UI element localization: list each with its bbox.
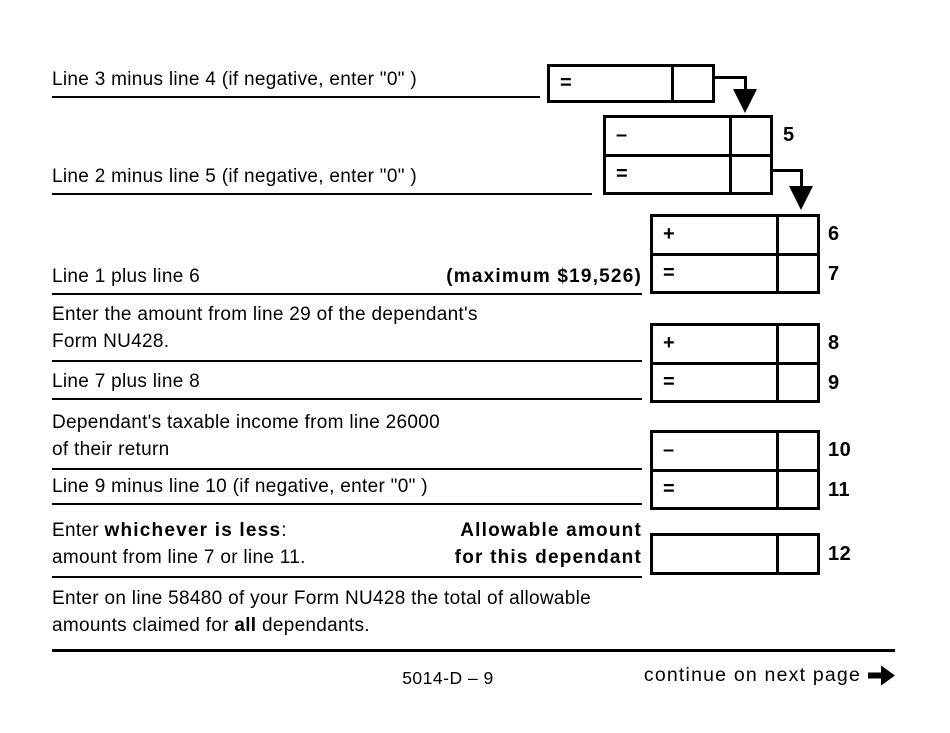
cents-cell[interactable] bbox=[671, 67, 712, 100]
instruction-text: amount from line 7 or line 11. bbox=[52, 547, 306, 568]
line-number-8: 8 bbox=[828, 331, 840, 354]
amount-field-line9: = bbox=[653, 361, 817, 401]
whichever-is-less-label: whichever is less bbox=[104, 520, 282, 541]
amount-field-line8: + bbox=[653, 326, 817, 362]
amount-field-line6: + bbox=[653, 217, 817, 253]
amount-group-line5: – = bbox=[603, 115, 773, 195]
dollars-cell[interactable]: – bbox=[606, 118, 729, 154]
cents-cell[interactable] bbox=[776, 255, 817, 291]
cents-cell[interactable] bbox=[776, 471, 817, 507]
instruction-text: Enter the amount from line 29 of the dep… bbox=[52, 304, 478, 325]
amount-field-line7: = bbox=[653, 252, 817, 292]
instruction-text: Dependant's taxable income from line 260… bbox=[52, 412, 441, 433]
dollars-cell[interactable]: – bbox=[653, 433, 776, 469]
cents-cell[interactable] bbox=[776, 536, 817, 572]
dollars-cell[interactable]: = bbox=[653, 472, 776, 508]
cents-cell[interactable] bbox=[729, 118, 770, 154]
minus-operator: – bbox=[616, 124, 628, 147]
dollars-cell[interactable] bbox=[653, 536, 776, 572]
amount-field-line10: – bbox=[653, 433, 817, 469]
instruction-text: Enter on line 58480 of your Form NU428 t… bbox=[52, 588, 591, 609]
equals-operator: = bbox=[616, 162, 628, 185]
dollars-cell[interactable]: = bbox=[653, 256, 776, 292]
instruction-text: Line 7 plus line 8 bbox=[52, 371, 201, 392]
flow-arrow-down-icon bbox=[733, 89, 757, 113]
amount-field-line11: = bbox=[653, 468, 817, 508]
flow-connector-line bbox=[771, 169, 803, 172]
amount-row: = bbox=[550, 67, 712, 100]
instruction-line9-minus-line10: Line 9 minus line 10 (if negative, enter… bbox=[52, 473, 642, 505]
instruction-text: Enter whichever is less: bbox=[52, 520, 287, 541]
amount-field-line5: – bbox=[606, 118, 770, 154]
instruction-text: Line 3 minus line 4 (if negative, enter … bbox=[52, 69, 417, 90]
line-number-6: 6 bbox=[828, 222, 840, 245]
amount-field-line3-minus-line4: = bbox=[547, 64, 715, 103]
amount-group-line8-9: + = bbox=[650, 323, 820, 403]
instruction-text: Form NU428. bbox=[52, 331, 170, 352]
amount-row bbox=[653, 536, 817, 572]
line-number-12: 12 bbox=[828, 542, 852, 565]
dollars-cell[interactable]: = bbox=[606, 157, 729, 193]
flow-connector-line bbox=[713, 76, 747, 79]
amount-field-line12 bbox=[650, 533, 820, 575]
instruction-text: Line 9 minus line 10 (if negative, enter… bbox=[52, 476, 428, 497]
instruction-line8: Enter the amount from line 29 of the dep… bbox=[52, 300, 642, 362]
instruction-text: Line 2 minus line 5 (if negative, enter … bbox=[52, 166, 417, 187]
plus-operator: + bbox=[663, 332, 675, 355]
maximum-amount-label: (maximum $19,526) bbox=[446, 266, 642, 287]
instruction-text: Line 1 plus line 6 bbox=[52, 266, 201, 287]
instruction-line7-plus-line8: Line 7 plus line 8 bbox=[52, 367, 642, 400]
cents-cell[interactable] bbox=[776, 326, 817, 362]
flow-connector-line bbox=[800, 169, 803, 187]
flow-connector-line bbox=[744, 76, 747, 91]
amount-group-line6-7: + = bbox=[650, 214, 820, 294]
cents-cell[interactable] bbox=[729, 156, 770, 192]
instruction-text: amounts claimed for all dependants. bbox=[52, 615, 370, 636]
arrow-right-icon bbox=[868, 665, 895, 686]
page-number: 5014-D – 9 bbox=[402, 668, 494, 688]
allowable-amount-label: Allowable amount bbox=[460, 520, 642, 541]
amount-field-line2-minus-line5: = bbox=[606, 153, 770, 193]
dollars-cell[interactable]: = bbox=[653, 365, 776, 401]
minus-operator: – bbox=[663, 439, 675, 462]
line-number-5: 5 bbox=[783, 123, 795, 146]
line-number-10: 10 bbox=[828, 438, 852, 461]
equals-operator: = bbox=[663, 370, 675, 393]
line-number-9: 9 bbox=[828, 371, 840, 394]
amount-group-line10-11: – = bbox=[650, 430, 820, 510]
dollars-cell[interactable]: + bbox=[653, 326, 776, 362]
plus-operator: + bbox=[663, 223, 675, 246]
instruction-line12: Enter whichever is less: Allowable amoun… bbox=[52, 516, 642, 578]
instruction-line10: Dependant's taxable income from line 260… bbox=[52, 408, 642, 470]
for-this-dependant-label: for this dependant bbox=[454, 547, 642, 568]
dollars-cell[interactable]: + bbox=[653, 217, 776, 253]
flow-arrow-down-icon bbox=[789, 186, 813, 210]
dollars-cell[interactable]: = bbox=[550, 67, 671, 100]
line-number-11: 11 bbox=[828, 478, 851, 501]
all-emphasis: all bbox=[234, 615, 257, 636]
instruction-line58480: Enter on line 58480 of your Form NU428 t… bbox=[52, 588, 752, 639]
instruction-line3-minus-line4: Line 3 minus line 4 (if negative, enter … bbox=[52, 62, 540, 98]
line-number-7: 7 bbox=[828, 262, 840, 285]
instruction-text: of their return bbox=[52, 439, 170, 460]
cents-cell[interactable] bbox=[776, 433, 817, 469]
instruction-line2-minus-line5: Line 2 minus line 5 (if negative, enter … bbox=[52, 160, 592, 195]
cents-cell[interactable] bbox=[776, 217, 817, 253]
instruction-line1-plus-line6: Line 1 plus line 6 (maximum $19,526) bbox=[52, 261, 642, 295]
footer-divider bbox=[52, 649, 895, 652]
cents-cell[interactable] bbox=[776, 364, 817, 400]
equals-operator: = bbox=[663, 477, 675, 500]
equals-operator: = bbox=[663, 261, 675, 284]
continue-on-next-page: continue on next page bbox=[520, 664, 895, 687]
equals-operator: = bbox=[560, 72, 572, 94]
continue-label: continue on next page bbox=[643, 664, 861, 686]
